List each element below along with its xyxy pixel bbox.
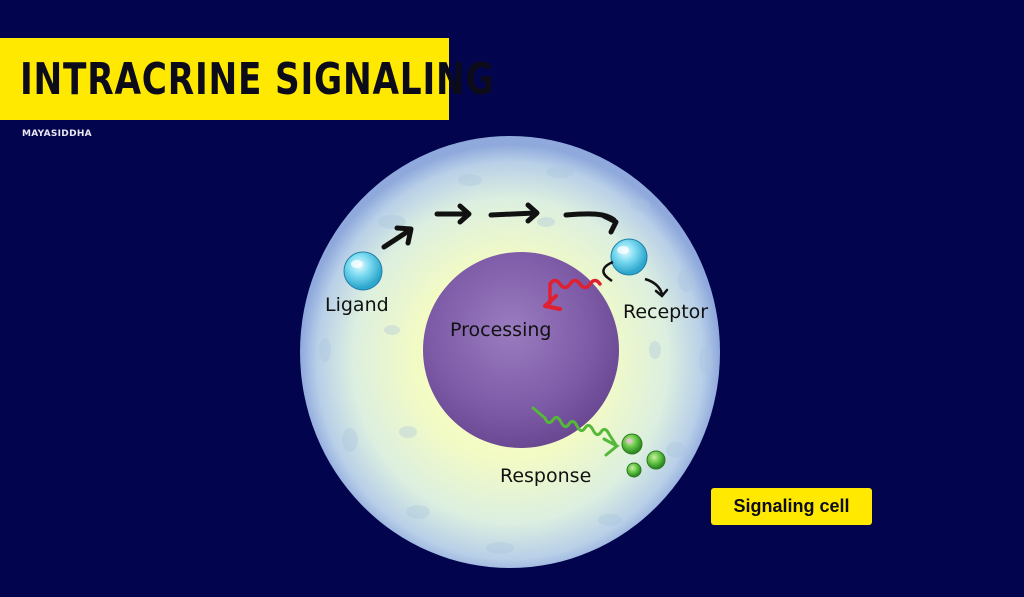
label-ligand: Ligand — [325, 294, 389, 316]
response-vesicle — [621, 433, 643, 455]
response-vesicle — [646, 450, 666, 470]
path-arrow-3 — [488, 210, 538, 218]
title-banner: INTRACRINE SIGNALING — [0, 38, 494, 120]
processing-arrow — [548, 278, 602, 305]
label-response: Response — [500, 465, 591, 487]
path-arrow-1 — [381, 227, 413, 250]
signaling-cell-badge: Signaling cell — [711, 488, 872, 525]
page-title: INTRACRINE SIGNALING — [20, 53, 495, 105]
label-receptor: Receptor — [623, 301, 708, 323]
brand-watermark: MAYASIDDHA — [22, 129, 92, 139]
label-processing: Processing — [450, 319, 551, 341]
receptor-ligand-complex — [610, 238, 648, 276]
ligand-molecule — [343, 251, 383, 291]
ligand-path-arrows — [381, 202, 619, 250]
receptor-arrow — [644, 277, 664, 295]
receptor-tether — [602, 260, 614, 282]
response-arrow — [531, 406, 618, 447]
nucleus — [423, 252, 619, 448]
cell-texture — [319, 166, 713, 554]
response-vesicle — [626, 462, 642, 478]
